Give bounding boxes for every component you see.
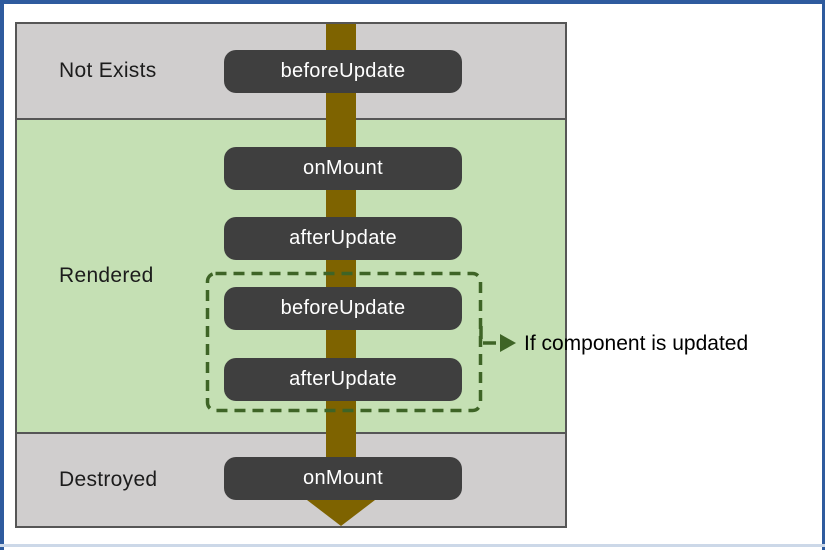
frame-border-left [0, 0, 4, 550]
callout-label: If component is updated [524, 332, 749, 355]
pill-on-mount-2: onMount [224, 457, 462, 500]
band-not-exists-label: Not Exists [59, 59, 157, 82]
pill-on-mount-1: onMount [224, 147, 462, 190]
frame-border-right [822, 0, 825, 550]
band-rendered-label: Rendered [59, 264, 154, 287]
flow-down-arrow-shaft [326, 24, 356, 500]
frame-border-bottom [0, 544, 825, 547]
flow-down-arrow-head-icon [307, 500, 375, 526]
lifecycle-diagram-box: Not Exists Rendered Destroyed [15, 22, 567, 528]
pill-after-update-2: afterUpdate [224, 358, 462, 401]
band-destroyed-label: Destroyed [59, 468, 158, 491]
pill-before-update-1: beforeUpdate [224, 50, 462, 93]
pill-before-update-2: beforeUpdate [224, 287, 462, 330]
pill-after-update-1: afterUpdate [224, 217, 462, 260]
frame-border-top [0, 0, 825, 4]
